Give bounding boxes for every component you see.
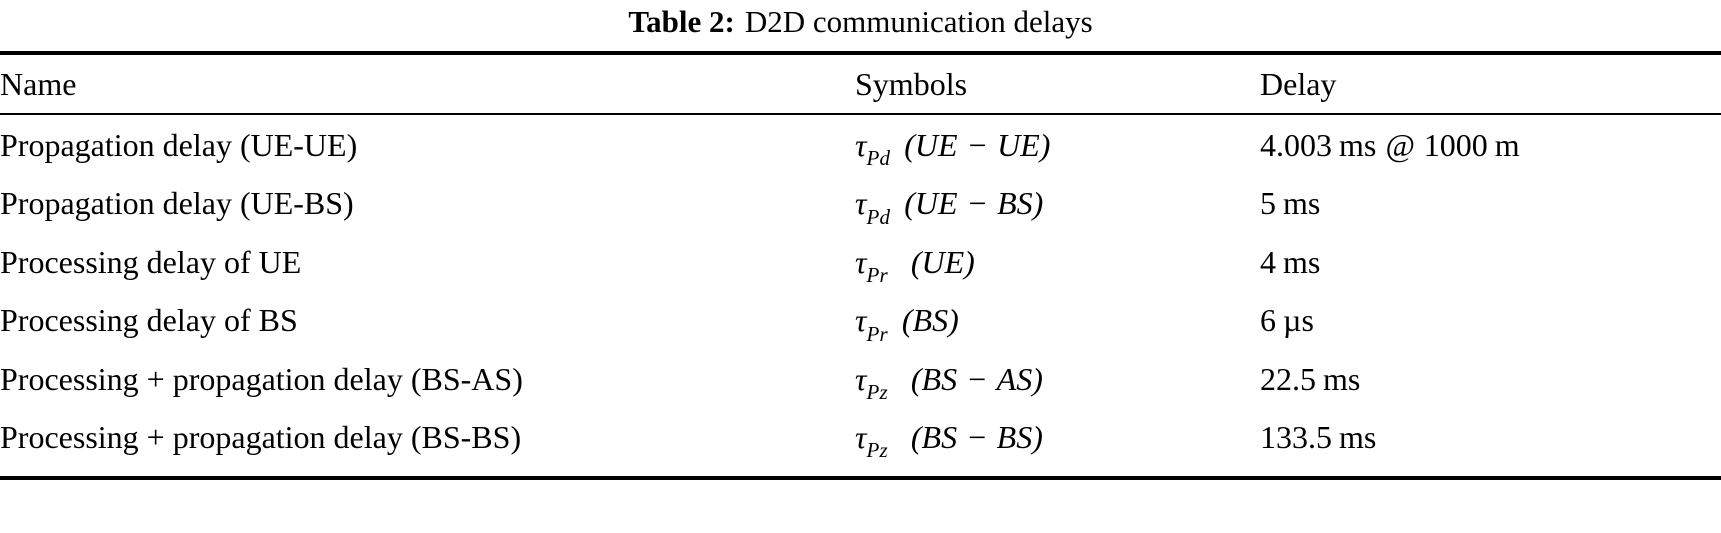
- symbol-operand-a: BS: [921, 418, 958, 455]
- cell-symbol: τPz (BS−AS): [855, 356, 1260, 414]
- symbol-expression: τPr (UE): [855, 243, 975, 287]
- tau-glyph: τ: [855, 127, 867, 163]
- tau-glyph: τ: [855, 302, 867, 339]
- symbol-operand-b: AS: [996, 360, 1033, 397]
- tau-subscript: Pr: [866, 263, 888, 288]
- caption-text: D2D communication delays: [744, 4, 1093, 39]
- tau-subscript: Pd: [866, 146, 891, 171]
- symbol-close-paren: ): [1039, 127, 1051, 163]
- delays-table-body: Propagation delay (UE-UE) τPd(UE−UE) 4.0…: [0, 115, 1721, 476]
- cell-symbol: τPd(UE−UE): [855, 115, 1260, 180]
- symbol-operand-a: BS: [921, 360, 958, 397]
- delay-value: 6: [1260, 302, 1276, 339]
- tau-glyph: τ: [855, 418, 867, 455]
- delay-value: 22.5: [1260, 360, 1316, 397]
- tau-subscript: Pz: [866, 438, 888, 463]
- tau-glyph: τ: [855, 243, 867, 280]
- table-row: Processing + propagation delay (BS-BS) τ…: [0, 414, 1721, 476]
- table-top-rule: [0, 51, 1721, 55]
- symbol-operand-b: BS: [996, 418, 1033, 455]
- delay-unit: ms: [1323, 360, 1361, 397]
- symbol-operand-b: UE: [997, 127, 1040, 163]
- symbol-operator: −: [966, 185, 989, 222]
- table-bottom-rule: [0, 476, 1721, 481]
- column-header-symbols: Symbols: [855, 66, 968, 102]
- delay-unit: ms: [1339, 127, 1377, 163]
- caption-label: Table 2:: [628, 4, 735, 39]
- symbol-open-paren: (: [910, 243, 922, 280]
- cell-symbol: τPr (UE): [855, 239, 1260, 297]
- cell-name: Processing delay of UE: [0, 243, 302, 280]
- symbol-expression: τPz (BS−AS): [855, 360, 1043, 404]
- table-row: Processing + propagation delay (BS-AS) τ…: [0, 356, 1721, 414]
- table-row: Propagation delay (UE-UE) τPd(UE−UE) 4.0…: [0, 115, 1721, 180]
- symbol-expression: τPr (BS): [855, 302, 959, 345]
- table-body: Propagation delay (UE-UE) τPd(UE−UE) 4.0…: [0, 115, 1721, 476]
- column-header-delay: Delay: [1260, 66, 1337, 102]
- delay-condition-value: 1000: [1423, 127, 1488, 163]
- tau-subscript: Pz: [866, 379, 888, 404]
- delay-condition-unit: m: [1494, 127, 1520, 163]
- symbol-operand-a: UE: [914, 127, 958, 163]
- symbol-open-paren: (: [904, 127, 915, 163]
- delays-table: Name Symbols Delay: [0, 55, 1721, 113]
- delay-at-symbol: @: [1385, 127, 1415, 163]
- symbol-open-paren: (: [904, 185, 915, 222]
- symbol-close-paren: ): [1032, 360, 1043, 397]
- symbol-operator: −: [966, 360, 988, 397]
- symbol-expression: τPz(BS−BS): [855, 418, 1043, 462]
- header-row: Name Symbols Delay: [0, 55, 1721, 113]
- symbol-close-paren: ): [964, 243, 975, 280]
- cell-name: Processing delay of BS: [0, 302, 298, 339]
- symbol-operand-a: BS: [912, 302, 949, 339]
- symbol-expression: τPd(UE−UE): [855, 127, 1051, 170]
- cell-name: Propagation delay (UE-UE): [0, 127, 358, 163]
- cell-name: Processing + propagation delay (BS-AS): [0, 360, 523, 397]
- symbol-close-paren: ): [1032, 185, 1044, 222]
- delay-unit: ms: [1283, 243, 1321, 280]
- symbol-operator: −: [966, 418, 988, 455]
- delay-value: 4: [1260, 243, 1276, 280]
- symbol-operand-a: UE: [914, 185, 958, 222]
- column-header-name: Name: [0, 66, 77, 102]
- delay-value: 4.003: [1260, 127, 1332, 163]
- delay-value: 133.5: [1260, 418, 1332, 455]
- table-caption: Table 2: D2D communication delays: [0, 0, 1721, 51]
- cell-name: Propagation delay (UE-BS): [0, 185, 354, 222]
- symbol-operand-a: UE: [921, 243, 965, 280]
- symbol-operand-b: BS: [997, 185, 1033, 222]
- symbol-close-paren: ): [948, 302, 959, 339]
- delay-value: 5: [1260, 185, 1276, 222]
- symbol-operator: −: [966, 127, 989, 163]
- tau-subscript: Pr: [866, 321, 888, 346]
- table-header-rule: [0, 113, 1721, 115]
- tau-glyph: τ: [855, 360, 867, 397]
- cell-symbol: τPr (BS): [855, 297, 1260, 355]
- symbol-open-paren: (: [910, 360, 922, 397]
- symbol-close-paren: ): [1032, 418, 1043, 455]
- tau-glyph: τ: [855, 185, 867, 222]
- cell-symbol: τPz(BS−BS): [855, 414, 1260, 476]
- symbol-open-paren: (: [901, 302, 913, 339]
- symbol-expression: τPd (UE−BS): [855, 185, 1044, 228]
- cell-symbol: τPd (UE−BS): [855, 180, 1260, 238]
- delay-unit: ms: [1283, 185, 1321, 222]
- symbol-open-paren: (: [910, 418, 922, 455]
- delay-unit: µs: [1283, 302, 1314, 339]
- table-header: Name Symbols Delay: [0, 55, 1721, 113]
- delay-unit: ms: [1339, 418, 1377, 455]
- tau-subscript: Pd: [866, 204, 891, 229]
- cell-name: Processing + propagation delay (BS-BS): [0, 418, 522, 455]
